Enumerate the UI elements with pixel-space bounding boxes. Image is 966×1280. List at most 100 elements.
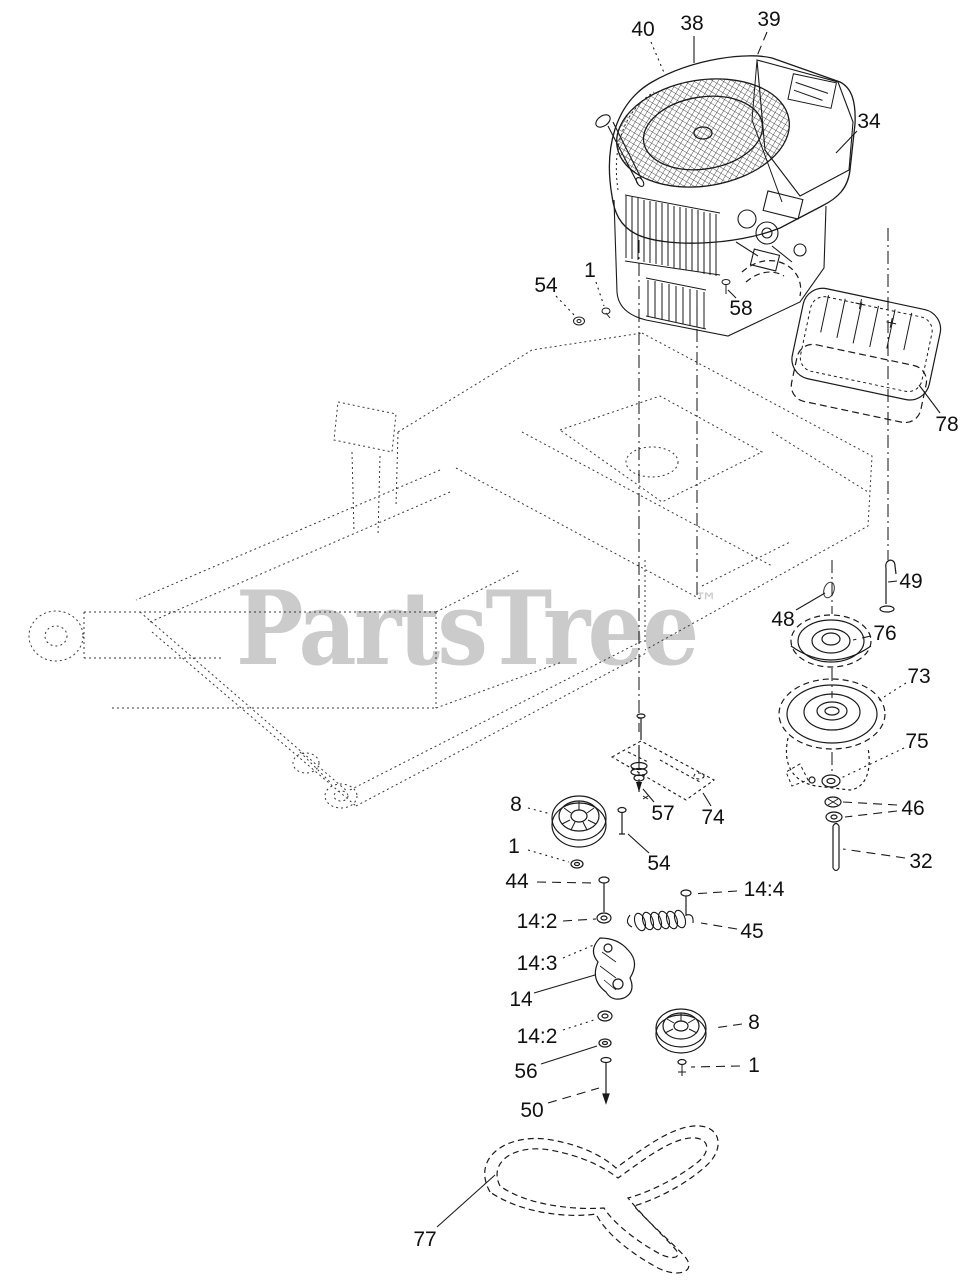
callout-label: 56: [514, 1060, 537, 1083]
idler-arm-14: [592, 937, 636, 1000]
callout-1: 1: [690, 1054, 760, 1077]
leader-line: [562, 943, 597, 959]
callout-label: 73: [907, 665, 930, 688]
callout-label: 8: [510, 793, 522, 816]
callout-14: 14: [509, 974, 596, 1011]
watermark-text: PartsTree: [236, 569, 699, 689]
leader-line: [562, 918, 597, 922]
callout-label: 54: [647, 852, 671, 875]
callout-74: 74: [701, 792, 725, 829]
callout-label: 57: [651, 802, 674, 825]
leader-line: [540, 1045, 598, 1065]
callout-32: 32: [842, 848, 933, 873]
engine-drawing: [573, 55, 856, 337]
leader-line: [700, 922, 738, 930]
callout-label: 77: [413, 1228, 436, 1251]
callout-48: 48: [771, 592, 826, 631]
callout-label: 32: [909, 850, 932, 873]
leader-line: [547, 1087, 600, 1104]
callout-46: 46: [842, 797, 925, 820]
leader-line: [918, 384, 941, 414]
callout-label: 45: [740, 920, 763, 943]
callout-14:2: 14:2: [517, 1018, 598, 1048]
leader-line: [627, 833, 650, 854]
spring-45: [626, 909, 694, 932]
callout-14:4: 14:4: [691, 878, 785, 901]
leader-line: [887, 580, 898, 583]
small-parts: [570, 559, 897, 1105]
callout-75: 75: [840, 730, 929, 779]
callout-58: 58: [727, 289, 753, 320]
callout-label: 14: [509, 988, 533, 1011]
callout-44: 44: [505, 870, 598, 893]
callout-39: 39: [756, 8, 781, 57]
dipstick: [595, 114, 645, 187]
callout-76: 76: [852, 622, 897, 645]
leader-line: [691, 890, 738, 895]
callout-label: 54: [534, 274, 558, 297]
callout-label: 34: [857, 110, 881, 133]
callout-14:3: 14:3: [517, 943, 597, 975]
leader-line: [842, 848, 906, 859]
callout-1: 1: [508, 835, 570, 863]
leader-line: [555, 295, 577, 318]
leader-line: [727, 289, 737, 299]
callout-label: 58: [729, 297, 752, 320]
cooling-fins: [624, 194, 721, 330]
callout-38: 38: [680, 12, 704, 63]
callout-label: 1: [584, 259, 596, 282]
callout-label: 39: [757, 8, 780, 31]
callout-49: 49: [887, 570, 923, 593]
frame-drawing: [28, 332, 873, 809]
leader-line: [713, 1023, 743, 1029]
callout-8: 8: [510, 793, 552, 816]
callout-label: 40: [631, 18, 654, 41]
callout-73: 73: [875, 665, 931, 703]
fan-screen: [616, 78, 790, 188]
leader-line: [436, 1174, 496, 1228]
leader-line: [527, 807, 552, 815]
leader-line: [527, 849, 570, 863]
leader-line: [702, 792, 712, 807]
carburetor: [735, 190, 807, 272]
idler-pulley-8-lower: [655, 1008, 707, 1054]
idler-pulley-8-upper: [551, 795, 607, 848]
callout-label: 1: [748, 1054, 760, 1077]
callout-label: 1: [508, 835, 520, 858]
callout-label: 76: [873, 622, 896, 645]
callout-label: 14:2: [517, 910, 558, 933]
muffler-drawing: [741, 260, 942, 424]
leader-line: [875, 682, 907, 703]
callout-label: 49: [899, 570, 922, 593]
pulley-76: [790, 614, 872, 668]
leader-line: [536, 881, 598, 884]
belt-drawing: [484, 1125, 719, 1274]
leader-line: [852, 635, 872, 641]
callout-50: 50: [520, 1087, 600, 1122]
leader-line: [795, 592, 826, 611]
callout-label: 50: [520, 1099, 543, 1122]
leader-line: [835, 130, 858, 154]
callout-label: 48: [771, 608, 794, 631]
leader-line: [533, 974, 596, 994]
leader-line: [844, 810, 898, 818]
callout-77: 77: [413, 1174, 496, 1251]
clutch-pulley-73: [778, 678, 886, 791]
leader-line: [690, 1065, 741, 1068]
callout-14:2: 14:2: [517, 910, 597, 933]
callout-54: 54: [627, 833, 671, 875]
fuel-tank: [751, 59, 854, 203]
callout-56: 56: [514, 1045, 598, 1083]
engine-fasteners: [573, 279, 731, 326]
callout-label: 74: [701, 806, 725, 829]
callout-34: 34: [835, 110, 881, 154]
leader-line: [562, 1018, 598, 1031]
callout-label: 14:2: [517, 1025, 558, 1048]
callout-45: 45: [700, 920, 764, 943]
leader-line: [650, 41, 666, 76]
callout-label: 75: [905, 730, 928, 753]
leader-line: [840, 747, 905, 779]
leader-line: [756, 31, 768, 57]
